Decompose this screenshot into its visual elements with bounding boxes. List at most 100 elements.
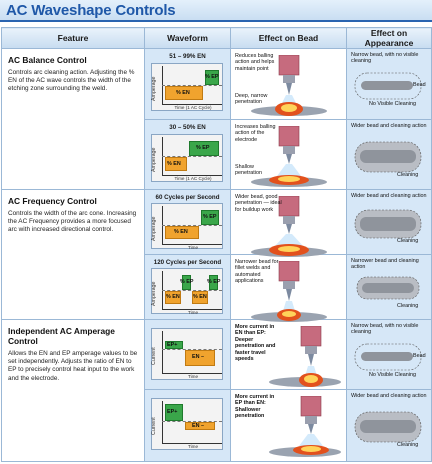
appearance-cell: Narrower bead and cleaning action Cleani… bbox=[346, 254, 432, 320]
en-block bbox=[165, 226, 199, 239]
header-effect-appearance: Effect on Appearance bbox=[346, 27, 432, 49]
zero-line bbox=[162, 85, 222, 86]
zero-line bbox=[162, 156, 222, 157]
ep-label: % EP bbox=[180, 279, 194, 285]
y-axis-label: Amperage bbox=[151, 281, 157, 307]
header-row: Feature Waveform Effect on Bead Effect o… bbox=[1, 27, 432, 49]
feature-name: Independent AC Amperage Control bbox=[8, 326, 115, 346]
waveform-cell: 30 – 50% EN Amperage % EN % EP Time (1 A… bbox=[144, 119, 231, 190]
waveform-title: 60 Cycles per Second bbox=[155, 194, 220, 201]
en-label: % EN bbox=[166, 294, 180, 300]
en-label: % EN bbox=[193, 294, 207, 300]
ep-label: EP+ bbox=[167, 409, 178, 415]
y-axis bbox=[162, 401, 163, 443]
y-axis-label: Current bbox=[151, 347, 157, 365]
en-block bbox=[185, 350, 215, 366]
appearance-note: Narrower bead and cleaning action bbox=[351, 258, 419, 271]
bead-effect-cell: Reduces balling action and helps maintai… bbox=[230, 48, 347, 120]
page-title: AC Waveshape Controls bbox=[6, 2, 176, 19]
appearance-cell: Narrow bead, with no visible cleaning Be… bbox=[346, 319, 432, 390]
ep-block bbox=[182, 275, 191, 290]
zero-line bbox=[162, 349, 222, 350]
appearance-label-cleaning: No Visible Cleaning bbox=[369, 101, 416, 107]
bead-note-top: Increases balling action of the electrod… bbox=[235, 124, 276, 143]
appearance-note: Narrow bead, with no visible cleaning bbox=[351, 52, 419, 65]
bead-appearance-illustration bbox=[354, 343, 422, 371]
table-row: 30 – 50% EN Amperage % EN % EP Time (1 A… bbox=[2, 119, 432, 190]
bead-appearance-illustration bbox=[356, 276, 420, 300]
en-block bbox=[192, 291, 208, 304]
x-axis bbox=[162, 373, 222, 374]
feature-desc: Controls arc cleaning action. Adjusting … bbox=[8, 69, 135, 93]
header-waveform: Waveform bbox=[144, 27, 231, 49]
table-row: 120 Cycles per Second Amperage % EN % EN… bbox=[2, 254, 432, 322]
appearance-note: Narrow bead, with no visible cleaning bbox=[351, 323, 419, 336]
appearance-note: Wider bead and cleaning action bbox=[351, 193, 427, 199]
zero-line bbox=[162, 290, 222, 291]
feature-name: AC Frequency Control bbox=[8, 196, 97, 206]
bead-note-top: More current in EP than EN: Shallower pe… bbox=[235, 394, 275, 420]
table-row: AC Balance Control Controls arc cleaning… bbox=[1, 48, 432, 190]
en-block bbox=[165, 291, 181, 304]
y-axis-label: Amperage bbox=[151, 147, 157, 173]
en-label: EN – bbox=[192, 423, 204, 429]
ep-block bbox=[165, 341, 183, 349]
y-axis bbox=[162, 331, 163, 373]
x-axis bbox=[162, 104, 222, 105]
ep-label: % EP bbox=[207, 279, 221, 285]
en-label: % EN bbox=[174, 229, 188, 235]
bead-note-top: More current in EN than EP: Deeper penet… bbox=[235, 324, 276, 363]
bead-effect-cell: Wider bead, good penetration — ideal for… bbox=[230, 189, 347, 257]
table-row: Independent AC Amperage Control Allows t… bbox=[1, 319, 432, 462]
appearance-label-cleaning: Cleaning bbox=[397, 238, 419, 244]
torch-bead-illustration bbox=[269, 396, 341, 457]
bead-note-bottom: Deep, narrow penetration bbox=[235, 93, 268, 106]
feature-independent-amperage: Independent AC Amperage Control Allows t… bbox=[1, 319, 145, 462]
en-block bbox=[185, 422, 215, 430]
x-axis-label: Time bbox=[187, 444, 199, 449]
en-block bbox=[165, 157, 187, 171]
torch-bead-illustration bbox=[269, 326, 341, 387]
x-axis bbox=[162, 244, 222, 245]
waveform-title: 120 Cycles per Second bbox=[153, 259, 222, 266]
en-block bbox=[165, 86, 203, 100]
appearance-label-cleaning: Cleaning bbox=[397, 303, 419, 309]
en-label: EN – bbox=[192, 354, 204, 360]
appearance-label-cleaning: No Visible Cleaning bbox=[369, 372, 416, 378]
y-axis-label: Amperage bbox=[151, 216, 157, 242]
ep-block bbox=[189, 141, 219, 156]
appearance-note: Wider bead and cleaning action bbox=[351, 123, 427, 129]
appearance-label-bead: Bead bbox=[413, 353, 426, 359]
x-axis-label: Time bbox=[187, 374, 199, 379]
appearance-note: Wider bead and cleaning action bbox=[351, 393, 427, 399]
x-axis-label: Time (1 AC Cycle) bbox=[174, 176, 212, 181]
zero-line bbox=[162, 421, 222, 422]
x-axis bbox=[162, 309, 222, 310]
waveform-chart: Amperage % EN % EN % EP % EP Time bbox=[151, 268, 223, 315]
bead-note-top: Narrower bead for fillet welds and autom… bbox=[235, 259, 279, 285]
ep-label: % EP bbox=[196, 145, 210, 151]
bead-note-top: Reduces balling action and helps maintai… bbox=[235, 53, 275, 72]
ep-block bbox=[165, 404, 183, 421]
header-feature: Feature bbox=[1, 27, 145, 49]
table-row: AC Frequency Control Controls the width … bbox=[1, 189, 432, 320]
y-axis-label: Amperage bbox=[151, 76, 157, 102]
appearance-cell: Narrow bead, with no visible cleaning Be… bbox=[346, 48, 432, 120]
waveform-chart: Amperage % EN % EP Time (1 AC Cycle) bbox=[151, 134, 223, 182]
waveform-chart: Amperage % EN % EP Time bbox=[151, 203, 223, 250]
bead-effect-cell: More current in EN than EP: Deeper penet… bbox=[230, 319, 347, 390]
torch-bead-illustration bbox=[251, 55, 327, 116]
feature-desc: Allows the EN and EP amperage values to … bbox=[8, 350, 138, 382]
feature-ac-frequency: AC Frequency Control Controls the width … bbox=[1, 189, 145, 320]
appearance-cell: Wider bead and cleaning action Cleaning bbox=[346, 119, 432, 190]
ep-block bbox=[201, 210, 219, 225]
x-axis-label: Time (1 AC Cycle) bbox=[174, 105, 212, 110]
appearance-label-cleaning: Cleaning bbox=[397, 172, 419, 178]
zero-line bbox=[162, 225, 222, 226]
ep-label: EP+ bbox=[167, 342, 178, 348]
bead-appearance-illustration bbox=[354, 72, 422, 100]
waveform-chart: Amperage % EN % EP Time (1 AC Cycle) bbox=[151, 63, 223, 111]
ep-block bbox=[205, 70, 219, 85]
bead-note-top: Wider bead, good penetration — ideal for… bbox=[235, 194, 282, 213]
